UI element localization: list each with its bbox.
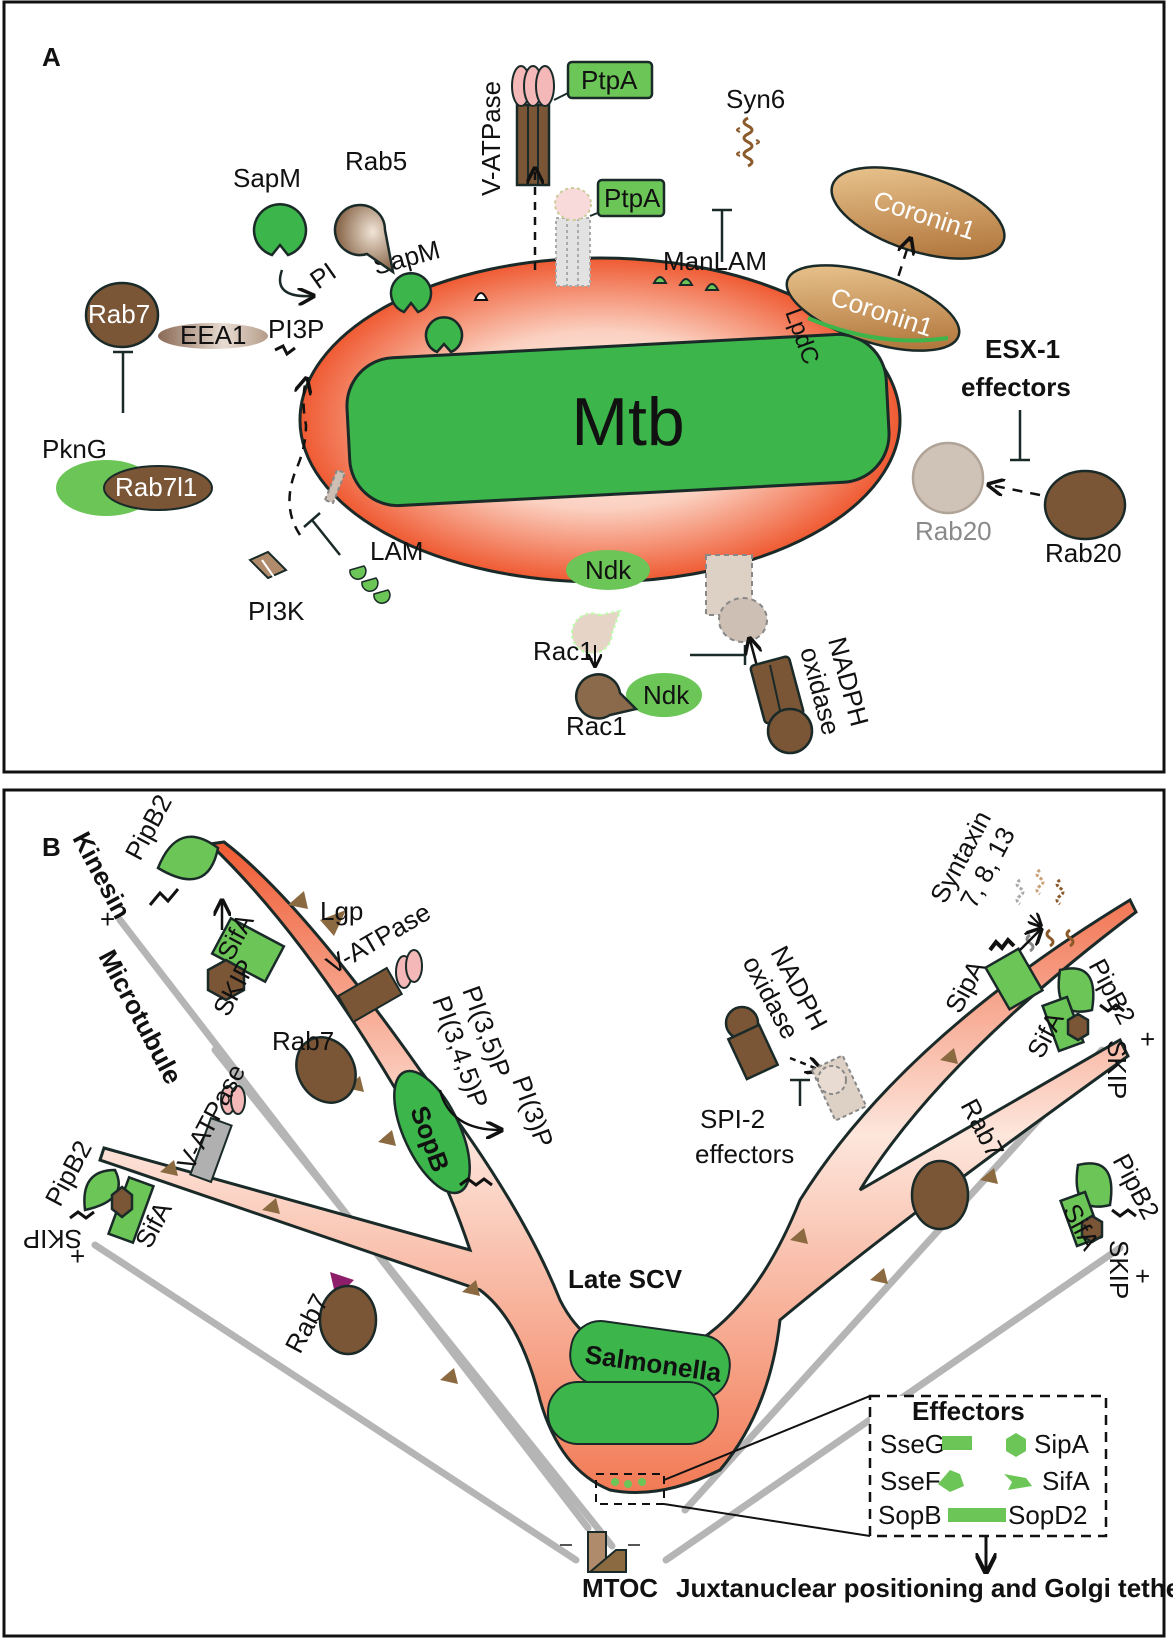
- rab20: Rab20 Rab20: [911, 441, 1127, 568]
- lgp-label: Lgp: [320, 896, 363, 926]
- pi3k-lam-pathway: LAM PI3K: [248, 380, 423, 626]
- lam-label: LAM: [370, 536, 423, 566]
- effector-ssef: SseF: [880, 1466, 941, 1496]
- spi2-line2: effectors: [695, 1139, 794, 1169]
- skip-r2-label: SKIP: [1104, 1240, 1134, 1299]
- ndk-lower-label: Ndk: [643, 680, 690, 710]
- pkng-rab7l1: PknG Rab7l1: [42, 350, 213, 516]
- rab7-eea1-complex: Rab7 EEA1 PI3P: [84, 281, 324, 357]
- plus-r1: +: [1140, 1024, 1155, 1054]
- sopb-complex: SopB PI(3,5)P PI(3,4,5)P PI(3)P: [393, 982, 560, 1195]
- syn6: Syn6 ManLAM: [663, 84, 785, 276]
- manlam-bump-2: [678, 278, 694, 286]
- rab5: Rab5: [333, 146, 407, 275]
- effector-sipa: SipA: [1034, 1429, 1090, 1459]
- mtoc-label: MTOC: [582, 1573, 658, 1603]
- rab7-b-upper: Rab7: [272, 1026, 357, 1104]
- syntaxin: Syntaxin 7, 8, 13: [924, 806, 1075, 953]
- sipa-glyph: [1006, 1433, 1026, 1457]
- ptpa-mid-label: PtpA: [604, 183, 661, 213]
- effectors-zoom: Effectors SseG SipA SseF SifA SopB SopD2…: [595, 1394, 1173, 1603]
- rab20-label: Rab20: [1045, 538, 1122, 568]
- coronin1: Coronin1 Coronin1: [785, 166, 1006, 352]
- panel-b-letter: B: [42, 832, 61, 862]
- rab7-b-lower: Rab7: [279, 1272, 378, 1358]
- panel-a-letter: A: [42, 42, 61, 72]
- rab20-ghost-label: Rab20: [915, 516, 992, 546]
- microtubule-label: Microtubule: [93, 945, 189, 1089]
- effector-sseg: SseG: [880, 1429, 945, 1459]
- plus-r2: +: [1135, 1261, 1150, 1291]
- effector-sopd2: SopD2: [1008, 1500, 1088, 1530]
- ptpa-top-label: PtpA: [581, 65, 638, 95]
- sifa-glyph: [1004, 1474, 1032, 1490]
- membrane-bump-1: [473, 292, 489, 301]
- rab7-label: Rab7: [88, 299, 150, 329]
- effectors-title: Effectors: [912, 1396, 1025, 1426]
- sseg-glyph: [942, 1436, 972, 1450]
- nadph-spi2: NADPH oxidase SPI-2 effectors: [695, 941, 868, 1169]
- plus-left: +: [70, 1241, 85, 1271]
- rab7-upper-label: Rab7: [272, 1026, 334, 1056]
- rab5-label: Rab5: [345, 146, 407, 176]
- rac1-upper-label: Rac1: [533, 636, 594, 666]
- vatpase-label: V-ATPase: [476, 81, 506, 196]
- panel-b-frame: [2, 788, 1166, 1638]
- ndk-rac1-nadph: Ndk Rac1 Ndk Rac1 NADPH oxidase: [533, 550, 875, 755]
- effectors-label: effectors: [961, 372, 1071, 402]
- rab7l1-label: Rab7l1: [115, 472, 197, 502]
- juxta-label: Juxtanuclear positioning and Golgi tethe…: [676, 1573, 1173, 1603]
- esx1-effectors: ESX-1 effectors: [961, 334, 1071, 462]
- pi3k-label: PI3K: [248, 596, 305, 626]
- eea1-label: EEA1: [180, 320, 247, 350]
- manlam-bump-3: [704, 283, 720, 291]
- plus-tl: +: [100, 904, 115, 934]
- sopb-glyph: [948, 1508, 1006, 1522]
- skip-r1-label: SKIP: [1102, 1040, 1132, 1099]
- skip-left-label: SKIP: [23, 1224, 82, 1254]
- ssef-glyph: [938, 1470, 964, 1492]
- pi3p-b-label: PI(3)P: [506, 1072, 559, 1152]
- manlam-label: ManLAM: [663, 246, 767, 276]
- lgp-markers: [160, 891, 998, 1384]
- pi-label: PI: [304, 256, 341, 295]
- esx1-label: ESX-1: [985, 334, 1060, 364]
- sapm-top: SapM PI: [233, 163, 342, 296]
- mtb-label: Mtb: [571, 384, 684, 460]
- vatpase-ptpa-top: PtpA V-ATPase: [476, 60, 654, 270]
- vatpase-ptpa-mid: PtpA: [554, 178, 666, 287]
- syn6-label: Syn6: [726, 84, 785, 114]
- rac1-lower-label: Rac1: [566, 711, 627, 741]
- spi2-line1: SPI-2: [700, 1104, 765, 1134]
- mtoc: MTOC: [560, 1531, 658, 1603]
- pipb2-sifa-skip-top: PipB2 SifA SKIP: [119, 789, 286, 1021]
- pi3p-label: PI3P: [268, 314, 324, 344]
- effector-sopb: SopB: [878, 1500, 942, 1530]
- pkng-label: PknG: [42, 434, 107, 464]
- sapm-inner: [424, 316, 464, 354]
- ndk-membrane-label: Ndk: [585, 555, 632, 585]
- panel-a-frame: [2, 0, 1166, 774]
- effector-sifa: SifA: [1042, 1466, 1090, 1496]
- late-scv-label: Late SCV: [568, 1264, 683, 1294]
- sapm-top-label: SapM: [233, 163, 301, 193]
- manlam-bump-1: [652, 276, 668, 284]
